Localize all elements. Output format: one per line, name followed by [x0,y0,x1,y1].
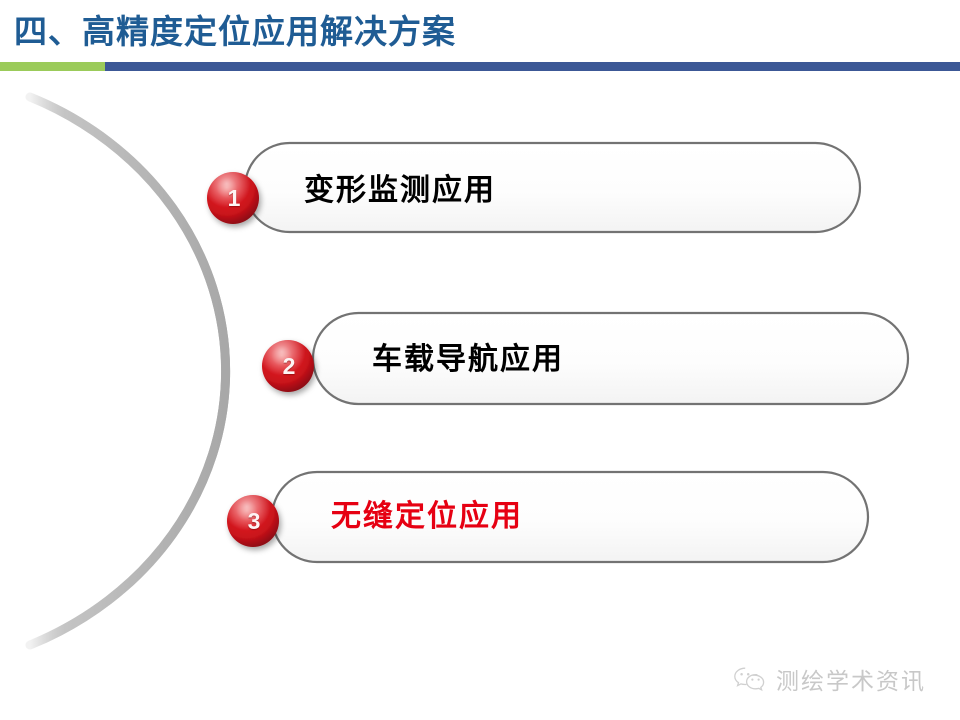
watermark: 测绘学术资讯 [733,662,926,696]
pill-label-1: 变形监测应用 [304,174,496,207]
pill-label-3: 无缝定位应用 [331,500,523,533]
watermark-text: 测绘学术资讯 [776,669,926,695]
pill-label-2: 车载导航应用 [372,343,564,376]
connector-arc [25,92,231,650]
pill-shape-2[interactable] [311,311,910,406]
divider-blue-segment [105,62,960,71]
step-badge-1[interactable] [207,172,259,224]
step-badge-3[interactable] [227,495,279,547]
divider-green-segment [0,62,105,71]
page-title: 四、高精度定位应用解决方案 [14,13,456,50]
step-badge-2[interactable] [262,340,314,392]
connector-arc-overlay [25,92,231,650]
wechat-icon [734,667,765,691]
